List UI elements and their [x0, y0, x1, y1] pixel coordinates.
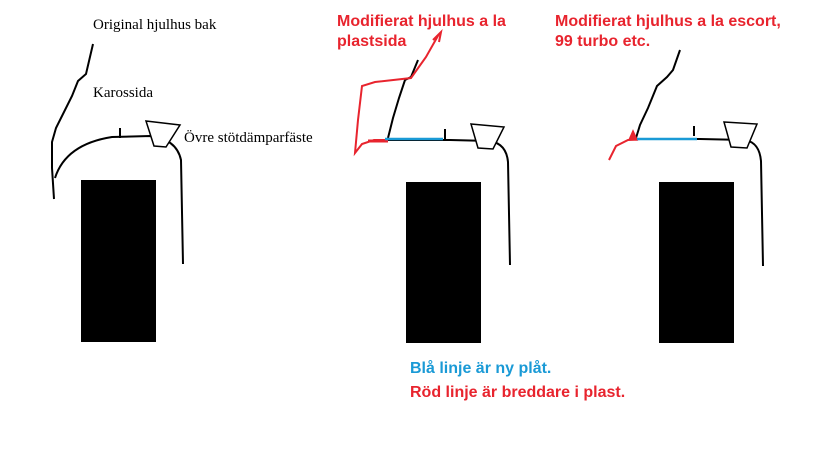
legend-red-line: Röd linje är breddare i plast. [410, 384, 626, 401]
red-plastic-flare [608, 138, 641, 161]
tire [406, 182, 481, 343]
label-original-wheelhouse: Original hjulhus bak [93, 17, 217, 33]
wheel-arch [54, 134, 184, 265]
red-plastic-flare-tab [627, 129, 639, 141]
legend-blue-line: Blå linje är ny plåt. [410, 360, 552, 377]
body-side-line [51, 43, 94, 200]
shock-mount-icon [144, 120, 182, 148]
tire [659, 182, 734, 343]
title-escort-style: Modifierat hjulhus a la escort, 99 turbo… [555, 13, 781, 50]
body-side-line [387, 59, 419, 139]
panel-plastic [353, 28, 511, 343]
panel-escort [608, 49, 764, 343]
body-side-line [635, 49, 681, 139]
label-shock-mount: Övre stötdämparfäste [184, 130, 313, 146]
shock-mount-icon [469, 123, 506, 150]
title-plastic-side: Modifierat hjulhus a la plastsida [337, 13, 506, 50]
red-plastic-flare-tip [432, 28, 443, 43]
label-body-side: Karossida [93, 85, 153, 101]
shock-mount-icon [722, 121, 759, 149]
tire [81, 180, 156, 342]
panel-original [51, 43, 184, 342]
